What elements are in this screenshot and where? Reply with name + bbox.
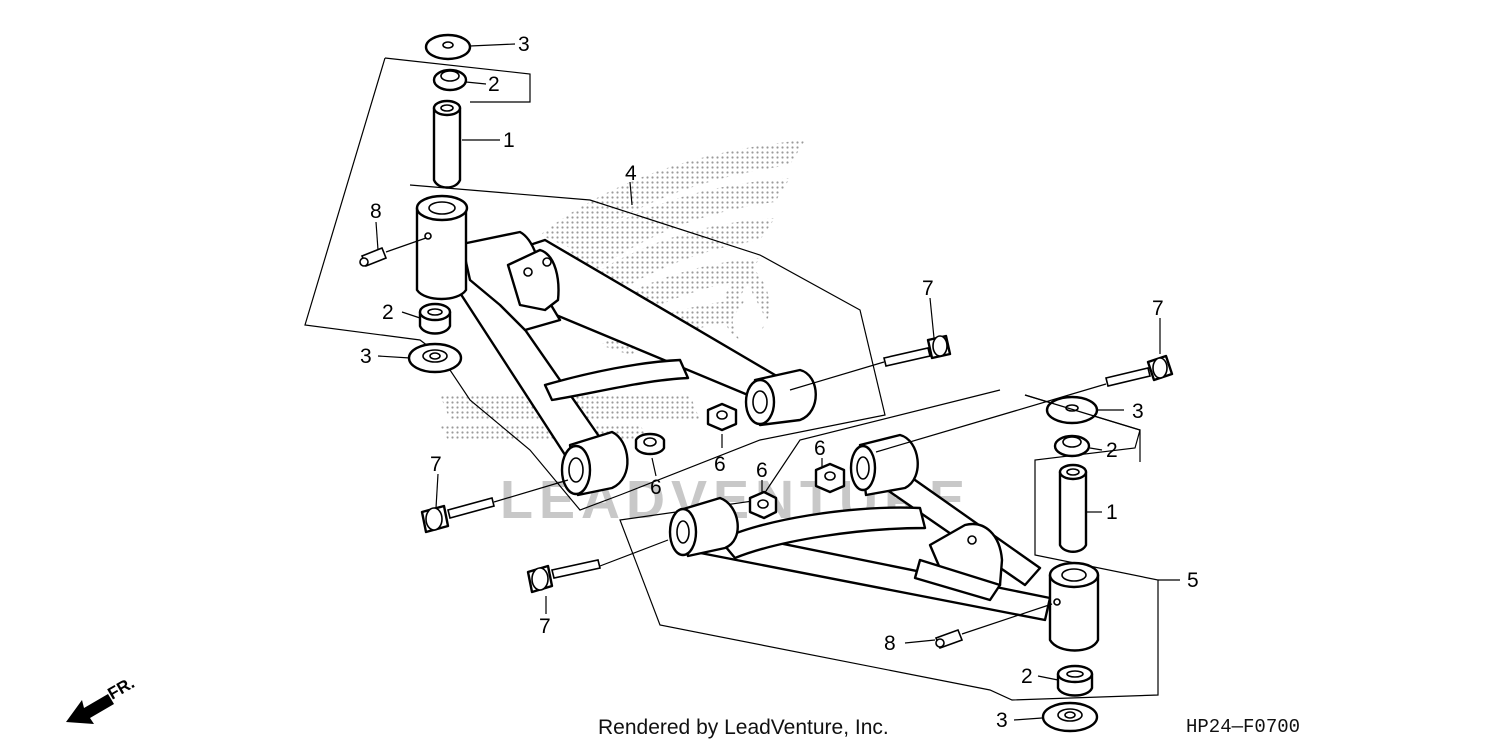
callout-7: 7 <box>430 453 442 476</box>
lower-arm-assembly <box>619 389 1159 701</box>
lower-bushing-2-bottom <box>1056 664 1094 697</box>
lower-nut-2 <box>748 490 778 520</box>
upper-rear-bolt <box>883 334 952 367</box>
lower-arm-rear-bushing <box>849 433 919 497</box>
front-direction-indicator: FR. <box>66 673 138 724</box>
lower-grease-fitting <box>934 628 964 650</box>
callout-6: 6 <box>650 476 662 499</box>
upper-pivot-collar-1 <box>432 99 462 189</box>
upper-front-bolt <box>420 497 495 534</box>
callout-5: 5 <box>1187 569 1199 592</box>
lower-arm-shock-hole <box>967 535 977 545</box>
callout-2: 2 <box>1106 439 1118 462</box>
upper-nut-1 <box>706 402 738 432</box>
callout-6: 6 <box>814 437 826 460</box>
lower-pivot-collar-1 <box>1058 463 1088 553</box>
upper-collar-3-bottom <box>407 342 463 374</box>
callout-1: 1 <box>503 129 515 152</box>
upper-nut-2 <box>634 432 666 456</box>
lower-collar-3-top <box>1045 395 1099 425</box>
diagram-code: HP24—F0700 <box>1186 716 1301 738</box>
watermark-wing <box>540 140 805 355</box>
lower-arm-gusset <box>913 558 1002 602</box>
upper-arm-shock-hole-2 <box>542 257 552 267</box>
callout-2: 2 <box>488 73 500 96</box>
upper-collar-3-top <box>424 33 472 61</box>
assembly-bracket-4 <box>304 57 886 511</box>
front-arrow-icon <box>66 694 114 724</box>
assembly-bracket-5 <box>619 389 1159 701</box>
lower-front-bolt <box>526 559 601 594</box>
lower-ball-joint-housing <box>1048 561 1100 652</box>
callout-2: 2 <box>382 301 394 324</box>
lower-rear-bolt <box>1105 354 1174 387</box>
upper-arm-rear-bushing <box>744 368 817 427</box>
upper-ball-joint-housing <box>415 194 469 301</box>
lower-nut-1 <box>814 462 846 494</box>
upper-arm-assembly <box>304 57 886 511</box>
callout-3: 3 <box>1132 400 1144 423</box>
upper-bushing-2-top <box>432 68 468 92</box>
callout-3: 3 <box>518 33 530 56</box>
callout-8: 8 <box>884 632 896 655</box>
upper-arm-shock-hole <box>523 267 533 277</box>
lower-arm-front-bushing <box>668 496 739 558</box>
watermark-flame <box>723 262 770 340</box>
lower-collar-3-bottom <box>1041 701 1099 733</box>
callout-7: 7 <box>539 615 551 638</box>
callout-3: 3 <box>996 709 1008 732</box>
render-credit: Rendered by LeadVenture, Inc. <box>598 716 889 739</box>
callout-6: 6 <box>714 453 726 476</box>
callout-2: 2 <box>1021 665 1033 688</box>
lower-bushing-2-top <box>1053 434 1091 458</box>
callout-3: 3 <box>360 345 372 368</box>
callouts: 3 2 1 4 8 2 3 7 7 3 2 1 7 6 6 6 6 5 7 8 … <box>360 33 1199 732</box>
callout-6: 6 <box>756 459 768 482</box>
callout-7: 7 <box>1152 297 1164 320</box>
upper-arm-cross-brace <box>543 358 690 402</box>
callout-8: 8 <box>370 200 382 223</box>
callout-1: 1 <box>1106 501 1118 524</box>
callout-7: 7 <box>922 277 934 300</box>
upper-arm-front-bushing <box>560 430 629 497</box>
lower-arm-cross-brace <box>718 506 927 560</box>
upper-bushing-2-bottom <box>418 302 452 335</box>
leader-lines <box>375 43 1180 721</box>
upper-grease-fitting <box>359 246 388 268</box>
callout-4: 4 <box>625 162 637 185</box>
